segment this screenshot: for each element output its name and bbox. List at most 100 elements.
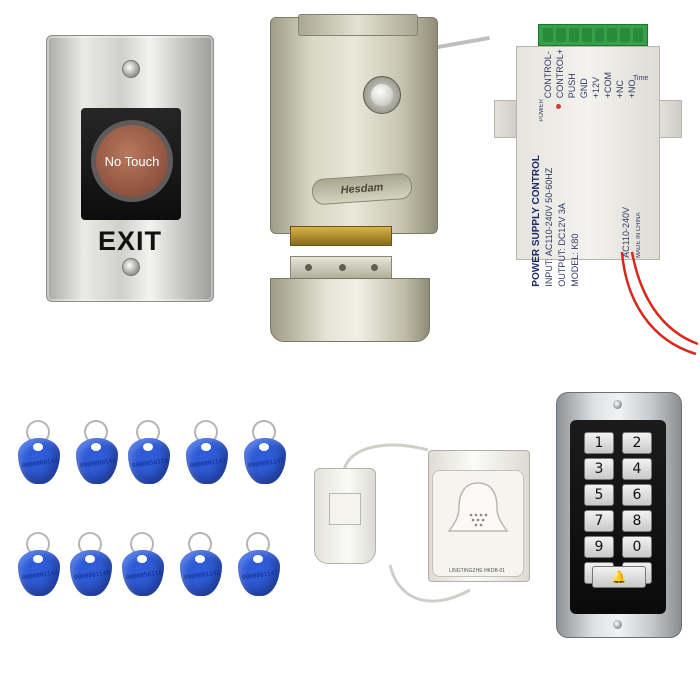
strike-plate-body bbox=[270, 278, 430, 342]
rfid-tag: 0000800148 bbox=[76, 420, 118, 484]
rfid-tag: 0000856116 bbox=[122, 532, 164, 596]
doorbell-chime bbox=[432, 470, 524, 577]
tag-hole bbox=[259, 443, 269, 451]
screw-icon bbox=[122, 258, 140, 276]
doorbell-button-face bbox=[329, 493, 361, 525]
tag-number: 0000800140 bbox=[21, 457, 59, 470]
psu-title: POWER SUPPLY CONTROL bbox=[531, 155, 542, 287]
tag-hole bbox=[253, 555, 263, 563]
tag-number: 0000801147 bbox=[241, 569, 279, 582]
terminal-screw bbox=[568, 28, 579, 42]
terminal-label: CONTROL+ bbox=[555, 49, 565, 99]
exit-button-plate: No Touch EXIT bbox=[46, 35, 214, 302]
strike-plate-top bbox=[290, 256, 392, 280]
key-8[interactable]: 8 bbox=[622, 510, 652, 532]
terminal-screw bbox=[607, 28, 618, 42]
tag-body: 0000856116 bbox=[128, 438, 170, 484]
key-7[interactable]: 7 bbox=[584, 510, 614, 532]
time-label: Time bbox=[633, 75, 649, 82]
exit-sensor[interactable]: No Touch bbox=[81, 108, 181, 220]
power-label: POWER bbox=[539, 99, 545, 122]
tag-number: 0000856116 bbox=[131, 457, 169, 470]
key-5[interactable]: 5 bbox=[584, 484, 614, 506]
tag-body: 0000801147 bbox=[244, 438, 286, 484]
key-1[interactable]: 1 bbox=[584, 432, 614, 454]
rfid-tag: 0000801147 bbox=[238, 532, 280, 596]
key-6[interactable]: 6 bbox=[622, 484, 652, 506]
sensor-label: No Touch bbox=[96, 125, 168, 197]
doorbell-cable bbox=[342, 443, 471, 603]
key-3[interactable]: 3 bbox=[584, 458, 614, 480]
keypad-keys: 1 2 3 4 5 6 7 8 9 0 ✱ # bbox=[584, 432, 652, 584]
rfid-tag: 0000801140 bbox=[18, 532, 60, 596]
exit-label: EXIT bbox=[97, 226, 162, 256]
terminal-label: +NC bbox=[615, 80, 625, 99]
screw-hole-icon bbox=[339, 264, 346, 271]
rfid-tag: 0000856116 bbox=[128, 420, 170, 484]
terminal-label: +NO bbox=[627, 79, 637, 99]
lock-top-rail bbox=[298, 14, 418, 36]
tag-hole bbox=[85, 555, 95, 563]
terminal-screw bbox=[581, 28, 592, 42]
terminal-label: +12V bbox=[591, 76, 601, 99]
tag-body: 0000801140 bbox=[18, 550, 60, 596]
bell-icon bbox=[447, 482, 509, 532]
terminal-block bbox=[538, 24, 648, 46]
screw-icon bbox=[613, 620, 622, 629]
doorbell-label: LINGTINGZHE HKDB-01 bbox=[448, 568, 506, 574]
key-4[interactable]: 4 bbox=[622, 458, 652, 480]
psu-wires bbox=[620, 251, 699, 356]
terminal-screw bbox=[543, 28, 553, 42]
tag-hole bbox=[201, 443, 211, 451]
tag-body: 0000800140 bbox=[18, 438, 60, 484]
tag-hole bbox=[33, 443, 43, 451]
lock-release-button[interactable] bbox=[363, 76, 401, 114]
psu-mount-ear bbox=[658, 100, 682, 138]
rfid-tag: 0000801142 bbox=[180, 532, 222, 596]
doorbell-push-button[interactable] bbox=[314, 468, 376, 564]
key-9[interactable]: 9 bbox=[584, 536, 614, 558]
tag-hole bbox=[33, 555, 43, 563]
key-bell-icon[interactable]: 🔔 bbox=[592, 566, 646, 588]
power-supply-unit: CONTROL- CONTROL+ PUSH GND +12V +COM +NC… bbox=[516, 46, 660, 287]
tag-number: 0000801140 bbox=[21, 569, 59, 582]
terminal-screw bbox=[620, 28, 631, 42]
rfid-tag: 0000801148 bbox=[70, 532, 112, 596]
rfid-tag: 0000801142 bbox=[186, 420, 228, 484]
screw-hole-icon bbox=[371, 264, 378, 271]
terminal-screw bbox=[594, 28, 605, 42]
screw-icon bbox=[122, 60, 140, 78]
key-0[interactable]: 0 bbox=[622, 536, 652, 558]
psu-input: INPUT: AC110-240V 50-60HZ bbox=[544, 167, 554, 287]
rfid-tag: 0000800140 bbox=[18, 420, 60, 484]
tag-body: 0000800148 bbox=[76, 438, 118, 484]
terminal-label: CONTROL- bbox=[543, 51, 553, 99]
tag-number: 0000801148 bbox=[73, 569, 111, 582]
key-2[interactable]: 2 bbox=[622, 432, 652, 454]
tag-body: 0000801142 bbox=[186, 438, 228, 484]
power-led-icon bbox=[556, 104, 561, 109]
psu-model: MODEL: K80 bbox=[570, 233, 580, 287]
tag-hole bbox=[137, 555, 147, 563]
tag-hole bbox=[143, 443, 153, 451]
psu-mount-ear bbox=[494, 100, 518, 138]
terminal-labels: CONTROL- CONTROL+ PUSH GND +12V +COM +NC… bbox=[543, 49, 638, 98]
terminal-screw bbox=[633, 28, 643, 42]
tag-number: 0000801147 bbox=[247, 457, 285, 470]
screw-icon bbox=[613, 400, 622, 409]
terminal-screw bbox=[555, 28, 566, 42]
tag-body: 0000801148 bbox=[70, 550, 112, 596]
tag-body: 0000801147 bbox=[238, 550, 280, 596]
tag-body: 0000801142 bbox=[180, 550, 222, 596]
tag-hole bbox=[195, 555, 205, 563]
tag-hole bbox=[91, 443, 101, 451]
screw-hole-icon bbox=[305, 264, 312, 271]
terminal-label: PUSH bbox=[567, 73, 577, 99]
psu-output: OUTPUT: DC12V 3A bbox=[557, 203, 567, 287]
lock-button-face bbox=[371, 84, 393, 106]
tag-body: 0000856116 bbox=[122, 550, 164, 596]
tag-number: 0000801142 bbox=[189, 457, 227, 470]
terminal-label: +COM bbox=[603, 72, 613, 99]
tag-number: 0000800148 bbox=[79, 457, 117, 470]
terminal-label: GND bbox=[579, 78, 589, 99]
